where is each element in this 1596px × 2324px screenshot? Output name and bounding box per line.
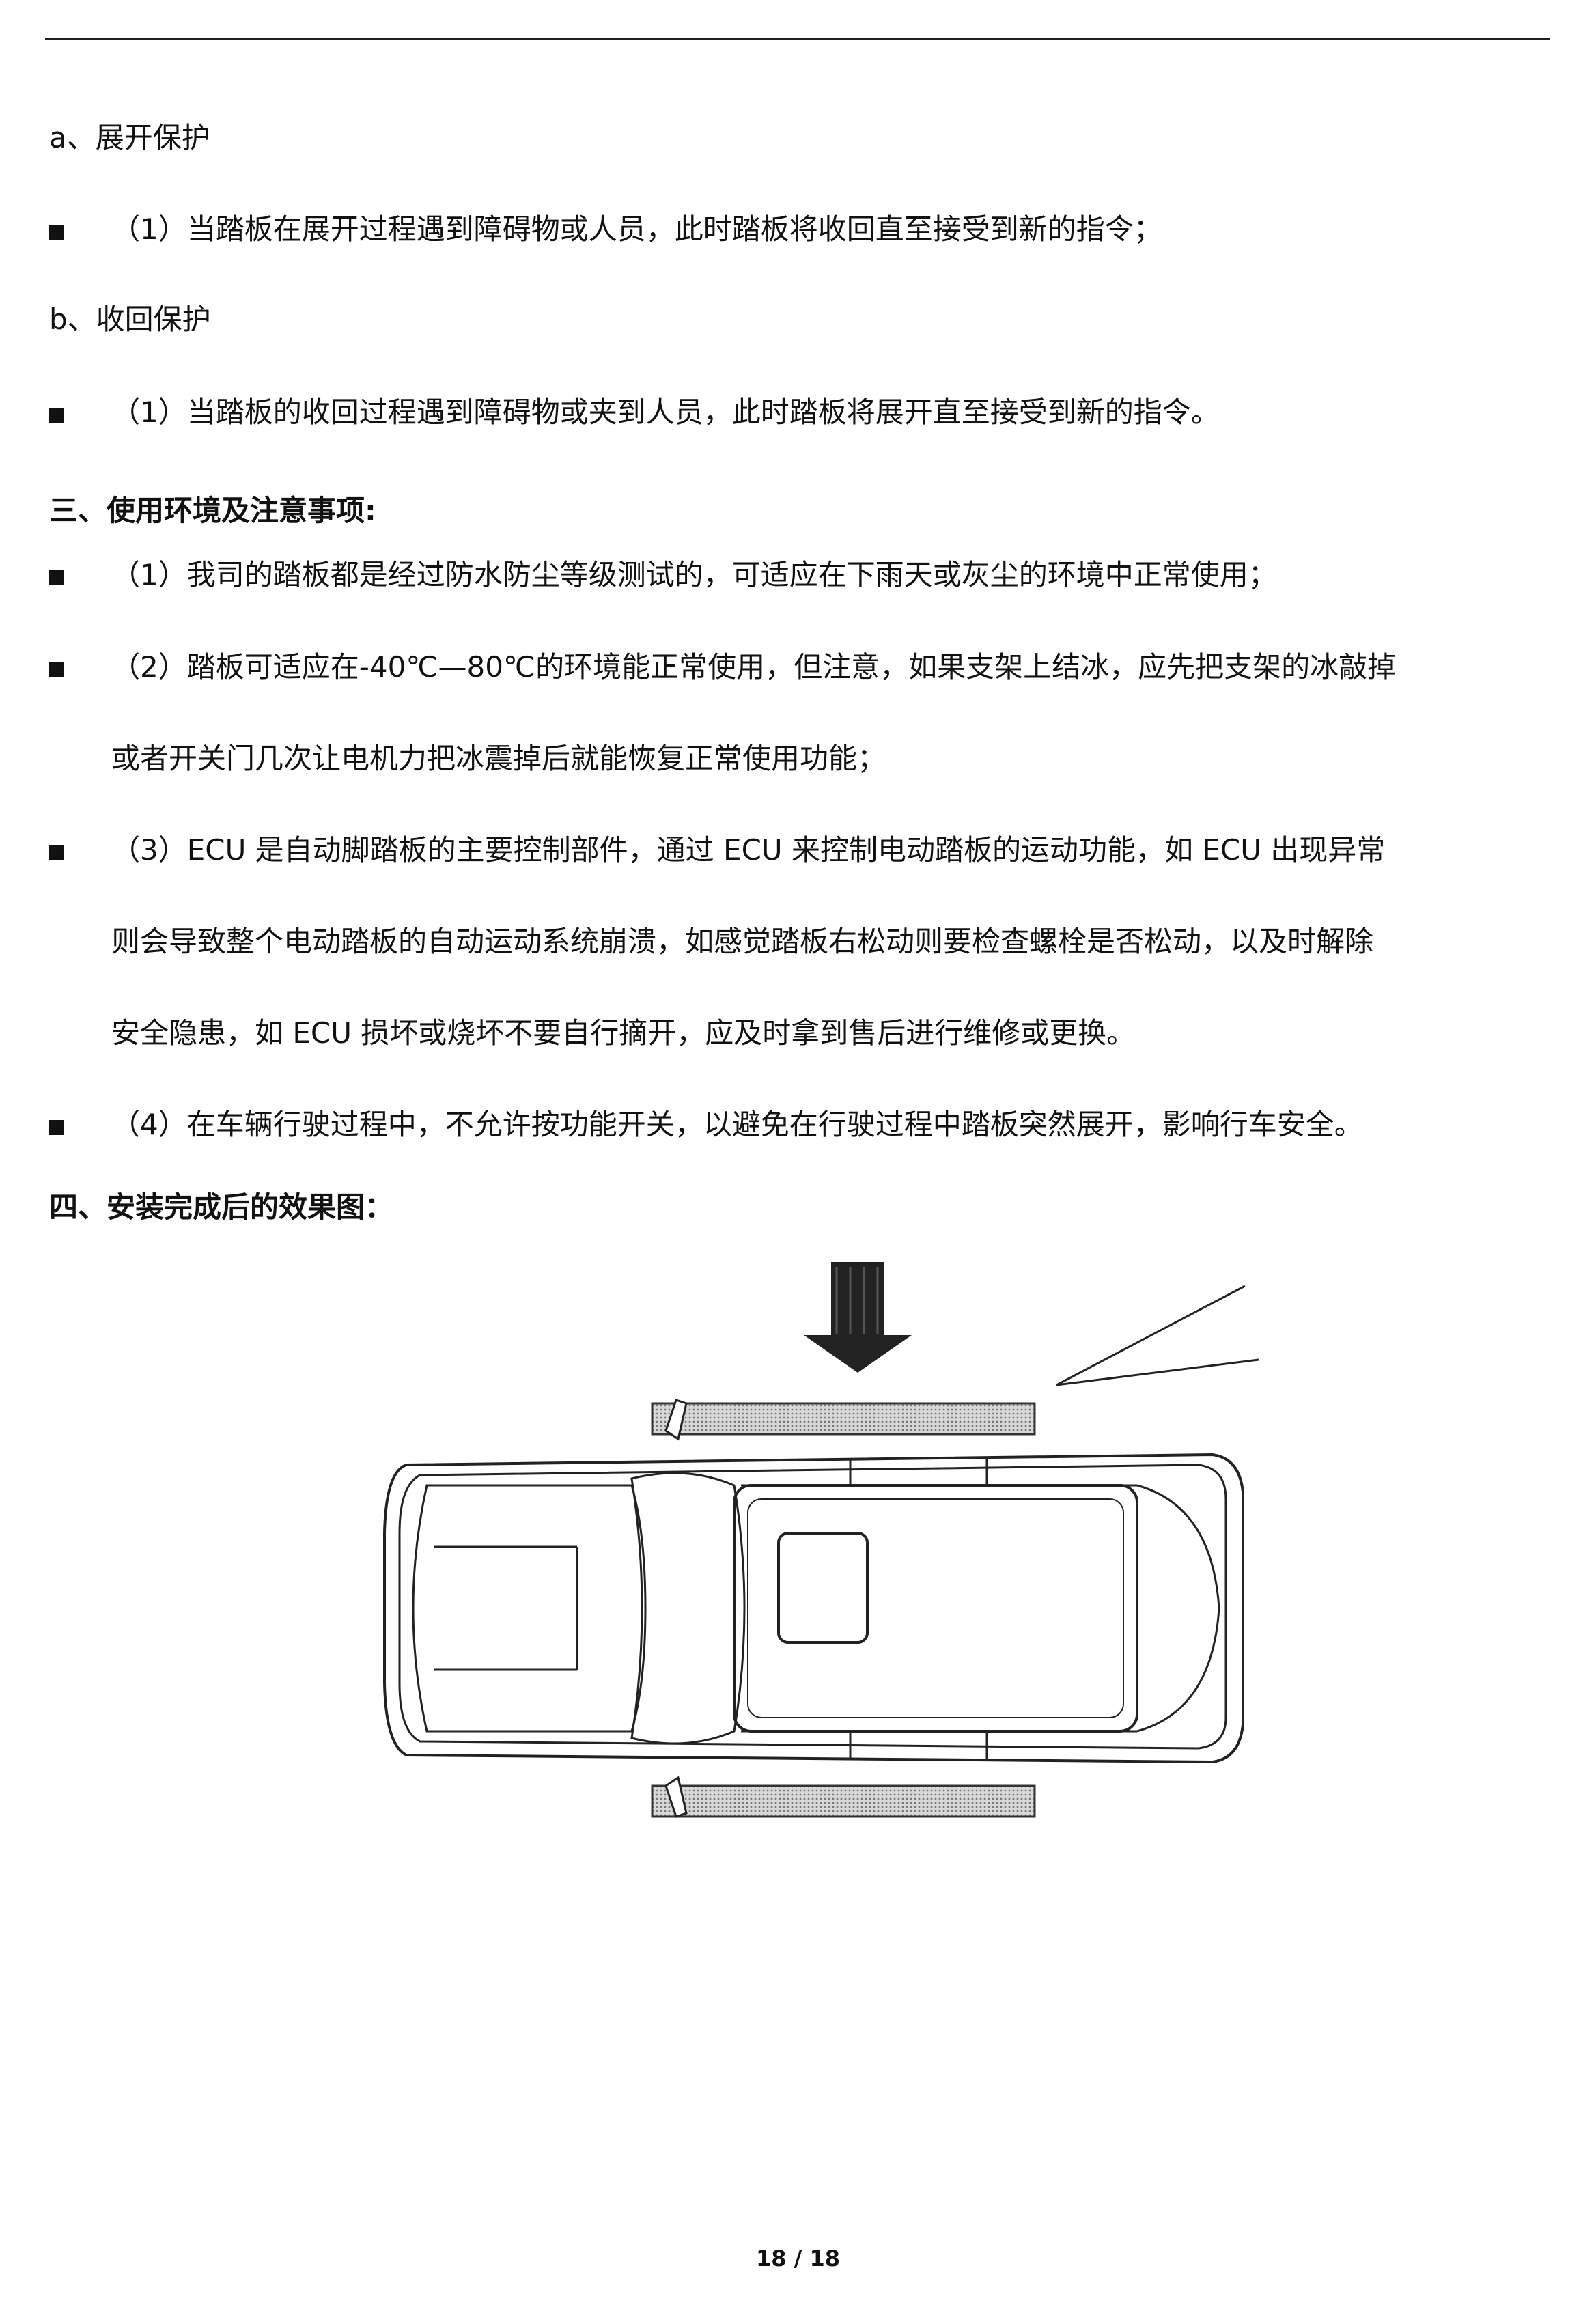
car-top-view [383,1399,1244,1818]
down-arrow-icon [804,1262,912,1373]
running-board-top [651,1402,1036,1436]
section-a-item-1: （1）当踏板在展开过程遇到障碍物或人员，此时踏板将收回直至接受到新的指令； [111,212,1162,246]
running-board-bottom [651,1784,1036,1818]
bullet-icon [49,570,64,585]
env-item-3-line-1: （3）ECU 是自动脚踏板的主要控制部件，通过 ECU 来控制电动踏板的运动功能… [111,833,1386,867]
bullet-icon [49,845,64,860]
header-rule [45,38,1550,40]
bullet-icon [49,408,64,423]
section-a-title: a、展开保护 [49,121,210,154]
env-item-4: （4）在车辆行驶过程中，不允许按功能开关，以避免在行驶过程中踏板突然展开，影响行… [111,1108,1363,1141]
bullet-icon [49,225,64,240]
page-number: 18 / 18 [755,2245,841,2271]
env-item-3-line-2: 则会导致整个电动踏板的自动运动系统崩溃，如感觉踏板右松动则要检查螺栓是否松动，以… [111,925,1374,958]
callout-lines [1056,1285,1259,1386]
env-item-2-line-1: （2）踏板可适应在-40℃—80℃的环境能正常使用，但注意，如果支架上结冰，应先… [111,650,1397,684]
bullet-icon [49,662,64,677]
bullet-icon [49,1120,64,1135]
section-b-item-1: （1）当踏板的收回过程遇到障碍物或夹到人员，此时踏板将展开直至接受到新的指令。 [111,395,1220,429]
installation-effect-illustration [383,1262,1259,1818]
env-item-3-line-3: 安全隐患，如 ECU 损坏或烧坏不要自行摘开，应及时拿到售后进行维修或更换。 [111,1016,1136,1050]
section-effect-title: 四、安装完成后的效果图： [49,1190,394,1224]
env-item-2-line-2: 或者开关门几次让电机力把冰震掉后就能恢复正常使用功能； [111,742,886,775]
section-env-title: 三、使用环境及注意事项: [49,494,376,527]
env-item-1: （1）我司的踏板都是经过防水防尘等级测试的，可适应在下雨天或灰尘的环境中正常使用… [111,558,1277,591]
section-b-title: b、收回保护 [49,303,211,336]
